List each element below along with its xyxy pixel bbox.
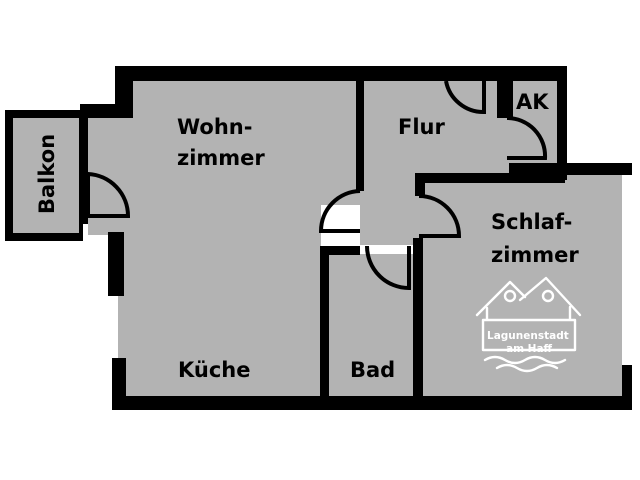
logo-house-walls xyxy=(481,305,577,352)
logo-text-line1: Lagunenstadt xyxy=(487,330,569,342)
door-wohnzimmer xyxy=(318,189,361,233)
wall-left-lower xyxy=(108,232,124,296)
wall-left-mid xyxy=(80,104,88,224)
wall-ak-divider xyxy=(497,81,513,118)
floor-bad xyxy=(328,254,413,396)
wall-bottom xyxy=(112,396,627,410)
wall-center-upper xyxy=(356,81,364,191)
wall-schlaf-top xyxy=(415,173,565,183)
wall-right-notch xyxy=(557,163,632,175)
label-ak: AK xyxy=(516,90,549,114)
wall-top xyxy=(115,66,562,81)
wall-schlaf-left-lower xyxy=(413,238,423,403)
logo-wave-2 xyxy=(495,363,559,373)
label-balkon: Balkon xyxy=(35,134,59,214)
wall-balkon-right xyxy=(79,110,83,241)
label-bad: Bad xyxy=(350,358,395,382)
wall-right-lower xyxy=(622,365,632,410)
logo-text-line2: am Haff xyxy=(506,343,553,355)
door-balkon xyxy=(86,171,131,218)
lagunenstadt-logo: Lagunenstadt am Haff xyxy=(475,276,582,373)
door-ak xyxy=(444,80,486,115)
wall-bad-left xyxy=(320,246,329,403)
wall-ak-bottom xyxy=(509,163,557,173)
logo-window-right xyxy=(541,289,555,303)
door-bad xyxy=(365,245,411,291)
wall-top-left-step xyxy=(115,66,133,104)
walls xyxy=(5,66,632,410)
logo-wave-1 xyxy=(483,355,567,365)
wall-schlaf-left xyxy=(415,173,425,196)
label-kueche: Küche xyxy=(178,358,251,382)
logo-house-right xyxy=(518,276,582,317)
wall-balkon-bottom xyxy=(5,233,83,241)
floor-balkon xyxy=(13,118,79,233)
door-ak-closet xyxy=(506,115,548,160)
label-schlafzimmer-1: Schlaf- xyxy=(491,210,572,234)
wall-left-upper xyxy=(80,104,133,118)
floor-schlafzimmer xyxy=(419,173,622,396)
label-flur: Flur xyxy=(398,115,445,139)
label-schlafzimmer-2: zimmer xyxy=(491,243,579,267)
floor-flur xyxy=(360,81,557,245)
wall-right-upper xyxy=(557,66,567,180)
wall-balkon-left xyxy=(5,110,13,241)
wall-bad-top xyxy=(320,246,360,255)
doors xyxy=(86,80,548,291)
door-schlafzimmer xyxy=(418,194,462,238)
logo-house-left xyxy=(475,280,527,317)
room-floors xyxy=(13,81,622,396)
floor-wohnzimmer-kueche xyxy=(88,81,360,396)
logo-window-left xyxy=(503,289,517,303)
label-wohnzimmer-2: zimmer xyxy=(177,146,265,170)
wall-balkon-top xyxy=(5,110,83,118)
label-wohnzimmer-1: Wohn- xyxy=(177,115,252,139)
